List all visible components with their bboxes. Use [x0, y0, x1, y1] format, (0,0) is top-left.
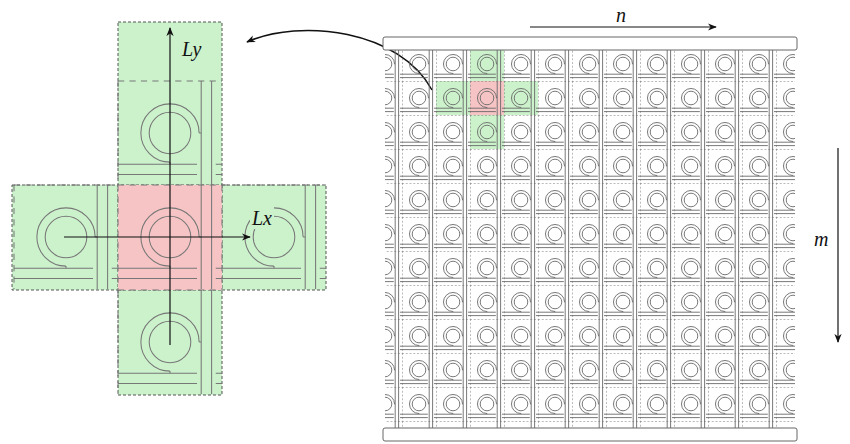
- m-direction-arrow: [837, 148, 838, 342]
- direction-label: n: [614, 4, 628, 26]
- knit-sheet: [383, 37, 797, 441]
- direction-label: m: [812, 228, 830, 250]
- unit-cell-zoom: [12, 22, 326, 395]
- axis-label: Ly: [180, 38, 203, 60]
- axis-label: Lx: [250, 207, 274, 229]
- n-direction-arrow: [530, 26, 716, 27]
